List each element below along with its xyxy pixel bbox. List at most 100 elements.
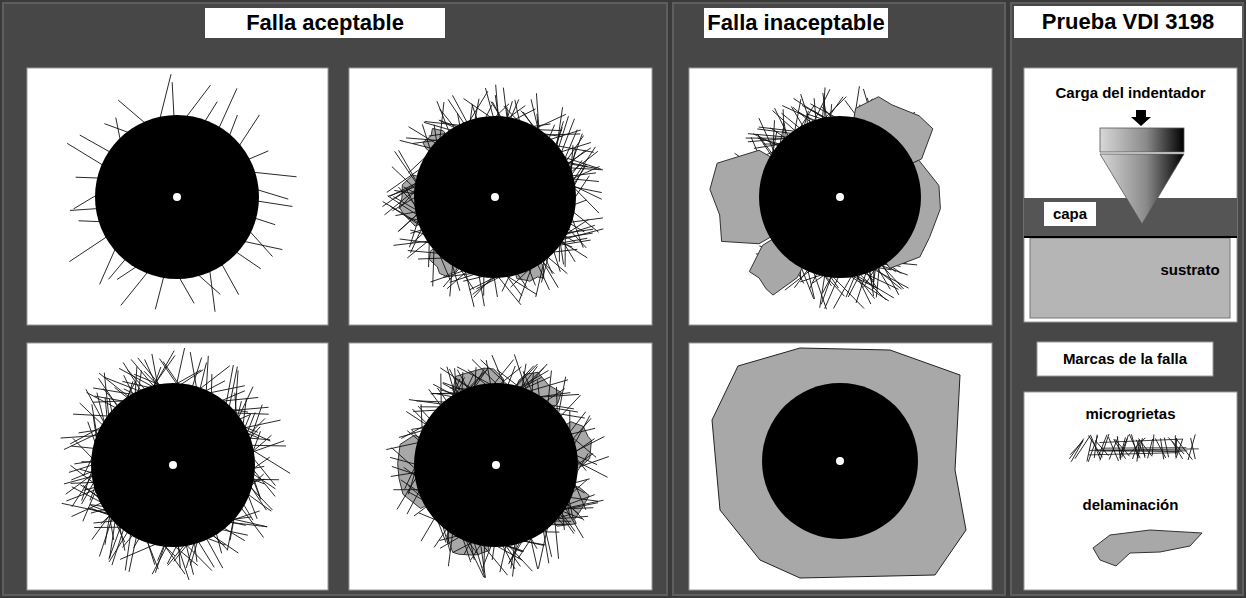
sample-hf2 (382, 85, 603, 307)
sample-hf3 (61, 348, 291, 580)
sample-frame (27, 68, 328, 325)
microcrack (178, 544, 180, 568)
microcrack (570, 173, 596, 176)
indentation-center (836, 193, 844, 201)
delamination-sample (1093, 530, 1202, 566)
mark-label: microgrietas (1024, 403, 1237, 425)
microcrack (567, 168, 603, 170)
microcrack (450, 262, 453, 297)
microcrack (220, 260, 239, 294)
microcrack (93, 521, 116, 523)
microcrack (576, 457, 609, 469)
microcrack (240, 506, 264, 538)
load-arrow (1131, 110, 1151, 126)
microcrack (392, 466, 418, 475)
panel-ground (673, 3, 1005, 595)
microcrack (72, 502, 104, 517)
microcrack (76, 177, 101, 179)
microcrack (856, 274, 871, 304)
microcrack (196, 273, 220, 294)
microcrack (67, 143, 103, 165)
microcrack (500, 543, 507, 572)
indentation-imprint (414, 116, 576, 278)
microcrack (110, 520, 116, 558)
microcrack (757, 129, 793, 134)
microcrack (570, 218, 603, 222)
microcrack-sample (1089, 453, 1178, 455)
microcrack (486, 360, 491, 386)
microcrack (125, 532, 131, 570)
mark-label: delaminación (1024, 494, 1237, 516)
microcrack (109, 257, 128, 279)
indentation-center (169, 461, 177, 469)
microcrack (86, 389, 106, 425)
microcrack (145, 359, 158, 388)
microcrack (873, 269, 909, 288)
microcrack (92, 513, 112, 540)
microcrack (155, 273, 164, 309)
indentation-center (492, 461, 500, 469)
microcrack (242, 241, 282, 250)
microcrack-sample (1129, 434, 1140, 458)
indentation-center (491, 193, 499, 201)
microcrack (558, 142, 591, 153)
microcrack (172, 82, 174, 118)
sample-frame (349, 343, 652, 590)
microcrack (163, 544, 185, 574)
panel-heading: Falla inaceptable (704, 8, 888, 38)
microcrack (237, 387, 253, 420)
microcrack (233, 250, 261, 269)
microcrack (823, 93, 827, 121)
microcrack-sample (1108, 437, 1118, 461)
indentation-center (173, 193, 181, 201)
sample-frame (349, 68, 652, 325)
microcrack (833, 274, 852, 308)
microcrack-sample (1101, 450, 1187, 451)
microcrack (190, 352, 197, 389)
microcrack (206, 356, 208, 393)
microcrack (830, 274, 864, 309)
box-label: Carga del indentador (1024, 82, 1237, 104)
microcrack (575, 455, 597, 465)
microcrack (255, 201, 292, 207)
microcrack (530, 535, 538, 569)
microcrack (560, 513, 574, 534)
microcrack-sample (1091, 436, 1101, 460)
microcrack (541, 258, 559, 288)
panel-heading: Prueba VDI 3198 (1014, 6, 1242, 38)
microcrack (572, 418, 591, 440)
microcrack (66, 489, 97, 501)
microcrack (395, 151, 419, 186)
microcrack (160, 359, 179, 387)
microcrack-sample (1161, 438, 1164, 459)
microcrack (176, 348, 185, 387)
indentation-center (836, 457, 844, 465)
coating-layer-label: capa (1044, 202, 1096, 226)
indentation-imprint (91, 383, 255, 547)
microcrack (573, 185, 602, 199)
microcrack (393, 489, 422, 490)
microcrack (123, 362, 143, 394)
sample-hf5 (710, 86, 940, 309)
substrate-layer-label: sustrato (1150, 258, 1230, 282)
panel-ground (1011, 3, 1243, 595)
microcrack (573, 187, 602, 193)
microcrack (386, 442, 421, 450)
indenter-cone (1100, 154, 1184, 224)
microcrack (71, 446, 95, 448)
microcrack (72, 473, 94, 507)
microcrack (503, 88, 507, 121)
sample-frame (27, 343, 328, 590)
microcrack (872, 266, 902, 289)
microcrack (229, 115, 238, 138)
microcrack-sample (1099, 439, 1182, 442)
panel: Falla aceptable (0, 0, 670, 598)
info-box (1024, 392, 1237, 590)
microcrack (99, 373, 131, 399)
microcrack (252, 435, 272, 452)
microcrack-sample (1176, 439, 1183, 459)
sample-frame (689, 68, 992, 325)
microcrack (118, 100, 147, 125)
microcrack-sample (1089, 449, 1199, 451)
